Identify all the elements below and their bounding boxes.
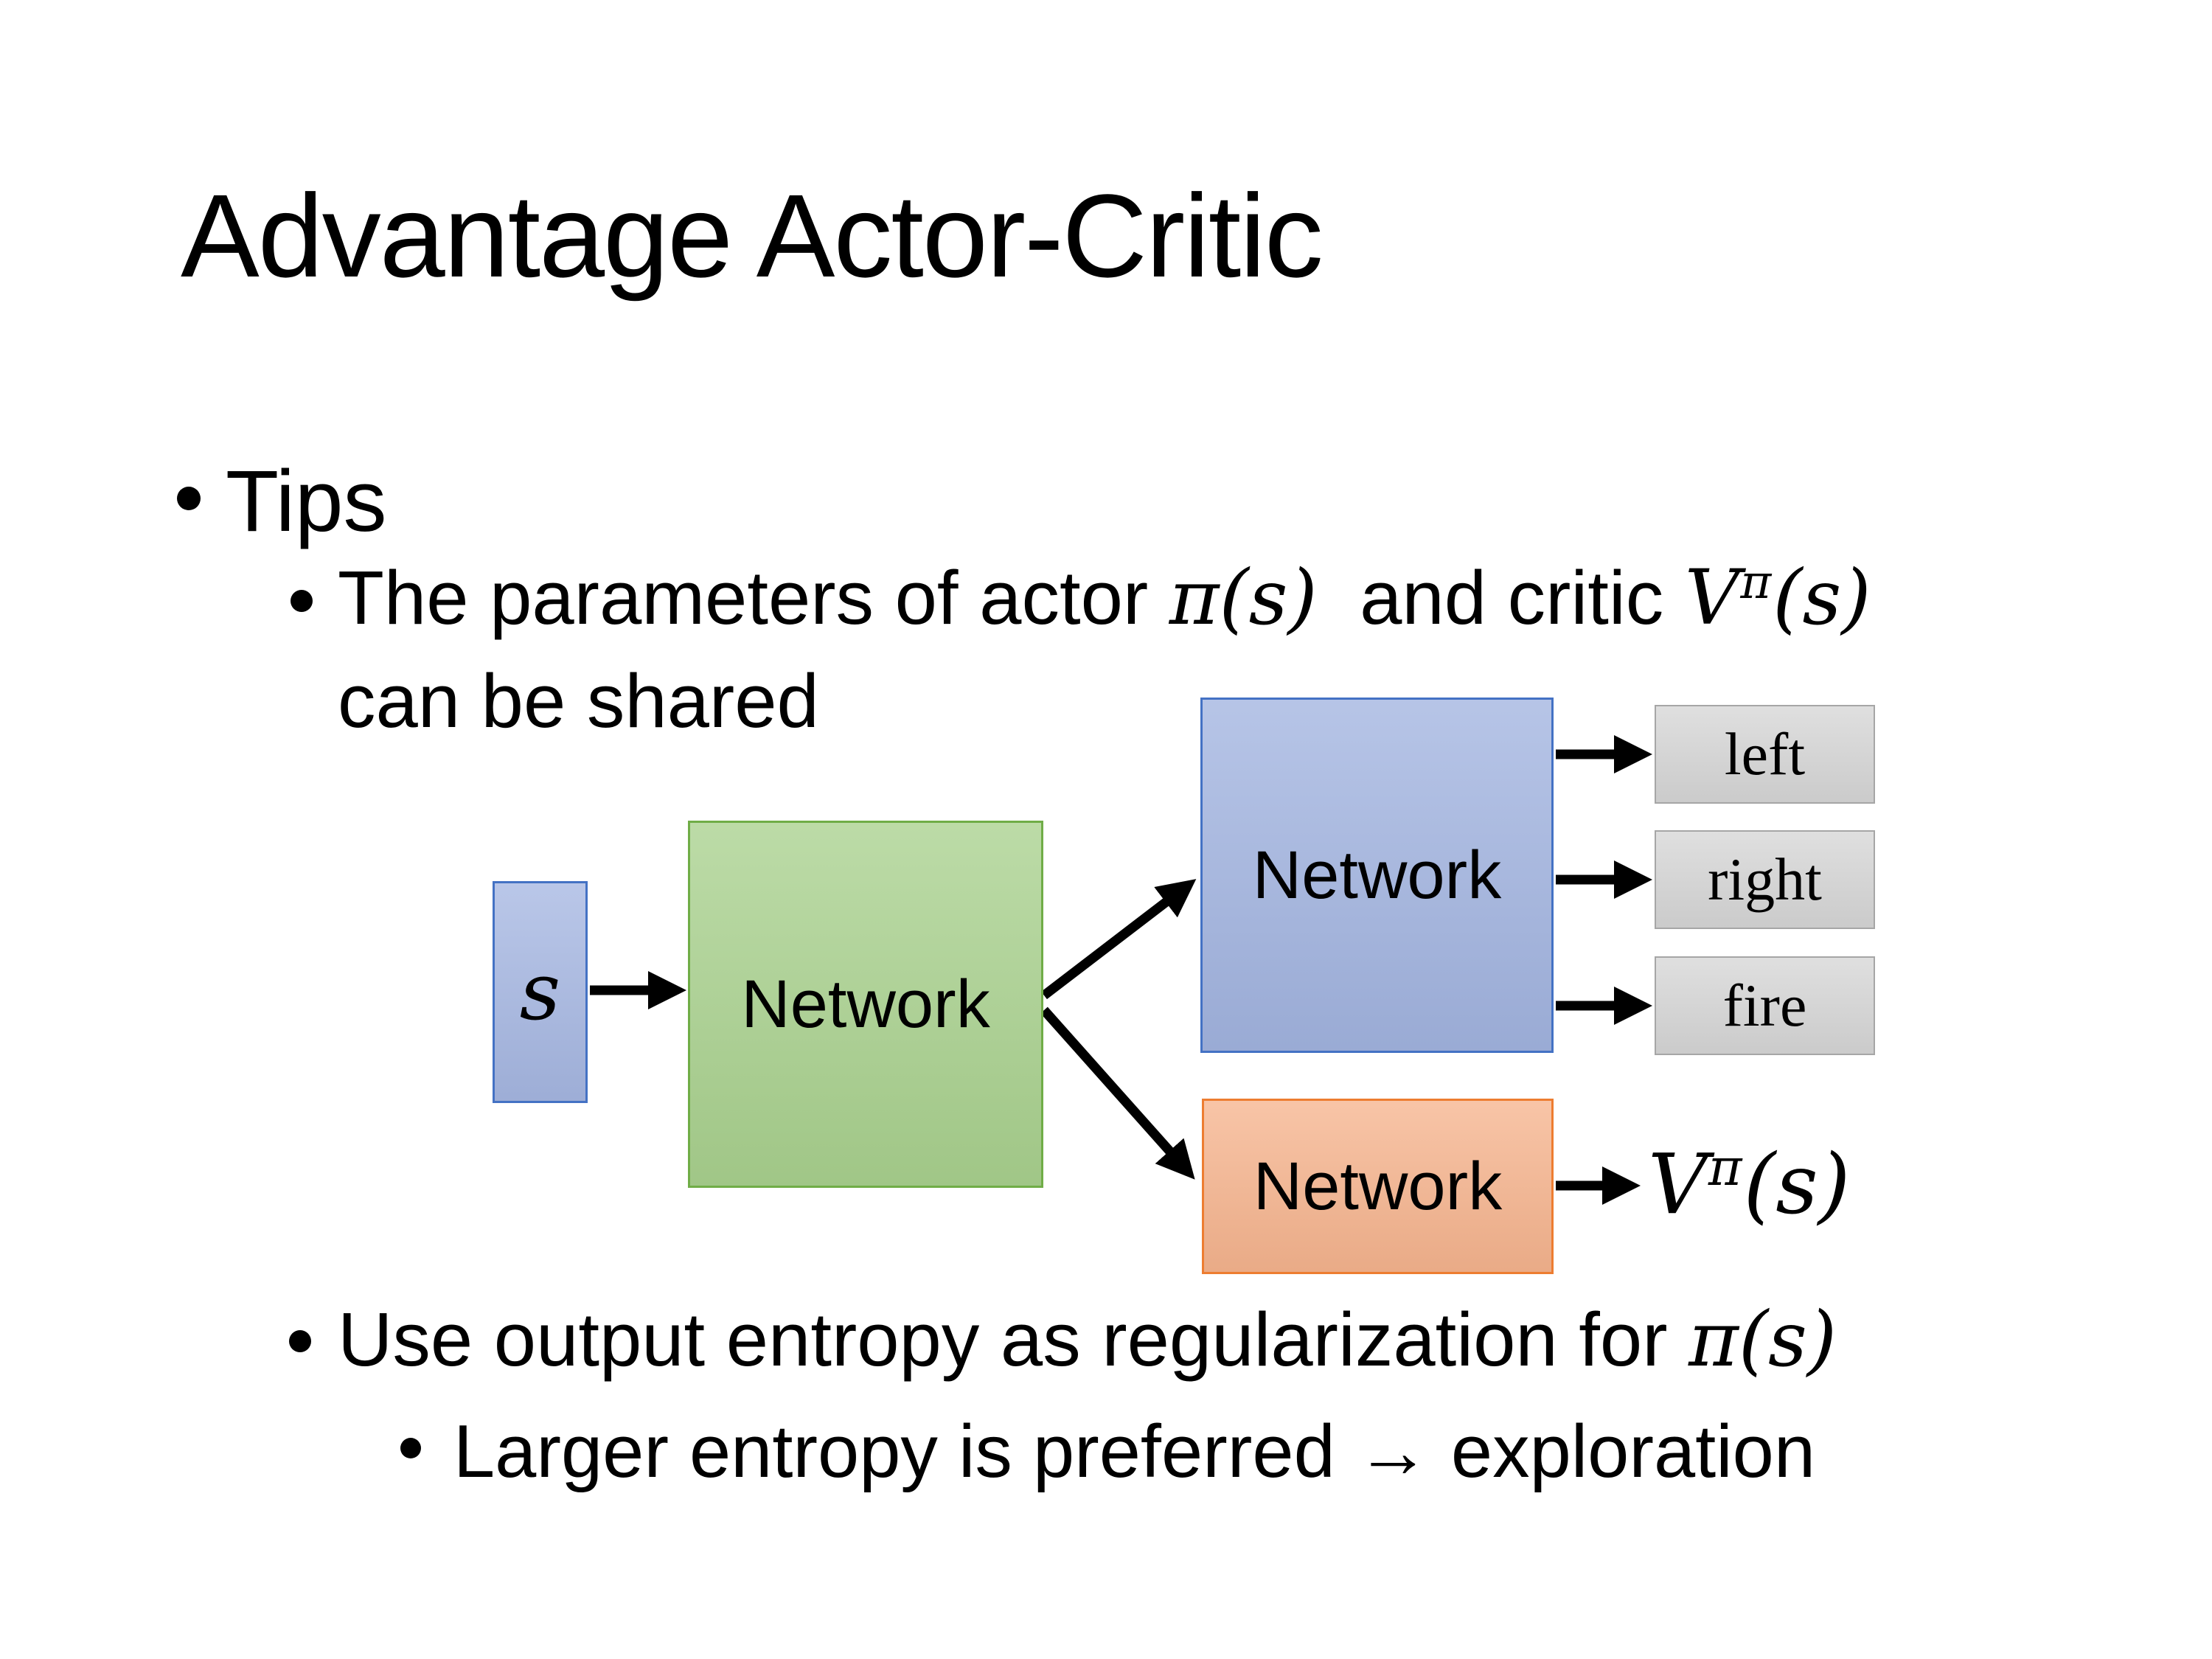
entropy-policy-math: π(s) (1688, 1295, 1837, 1384)
bullet-dot-level1 (177, 487, 201, 510)
bullet-shared: The parameters of actor π(s) and critic … (338, 552, 1871, 748)
actor-network-label: Network (1252, 837, 1502, 913)
shared-network-label: Network (741, 966, 990, 1042)
bullet-dot-entropy (289, 1330, 311, 1352)
action-label-fire: fire (1722, 972, 1807, 1039)
action-box-fire: fire (1655, 956, 1875, 1055)
actor-network-box: Network (1200, 698, 1554, 1053)
action-label-left: left (1724, 720, 1806, 787)
bullet-dot-exploration (400, 1438, 421, 1458)
critic-network-box: Network (1202, 1099, 1554, 1274)
shared-text-mid: and critic (1338, 555, 1685, 640)
bullet-tips: Tips (226, 453, 387, 550)
critic-value-math: Vπ(s) (1685, 554, 1871, 642)
bullet-entropy: Use output entropy as regularization for… (338, 1293, 1837, 1386)
action-box-left: left (1655, 705, 1875, 804)
slide-title: Advantage Actor-Critic (181, 170, 1324, 302)
action-label-right: right (1708, 846, 1822, 913)
critic-output-sup: π (1708, 1138, 1742, 1197)
shared-network-box: Network (688, 821, 1043, 1188)
arrow-shared-to-actor (1041, 879, 1197, 1000)
critic-output-label: Vπ(s) (1648, 1137, 1850, 1233)
critic-network-label: Network (1253, 1148, 1503, 1224)
critic-value-args: (s) (1773, 554, 1871, 642)
arrow-shared-to-critic (1040, 1006, 1195, 1180)
bullet-shared-line2: can be shared (338, 658, 819, 743)
action-box-right: right (1655, 830, 1875, 929)
critic-value-base: V (1684, 554, 1740, 642)
critic-value-sup: π (1740, 554, 1772, 610)
critic-output-base: V (1648, 1137, 1708, 1233)
entropy-text-pre: Use output entropy as regularization for (338, 1297, 1689, 1382)
bullet-exploration: Larger entropy is preferred → exploratio… (453, 1411, 1815, 1493)
critic-output-args: (s) (1743, 1137, 1851, 1233)
input-state-label: s (519, 946, 561, 1038)
bullet-shared-line1: The parameters of actor π(s) and critic … (338, 552, 1871, 655)
bullet-dot-shared (291, 590, 313, 612)
input-state-box: s (493, 881, 588, 1103)
shared-text-pre: The parameters of actor (338, 555, 1169, 640)
actor-policy-math: π(s) (1169, 554, 1318, 642)
